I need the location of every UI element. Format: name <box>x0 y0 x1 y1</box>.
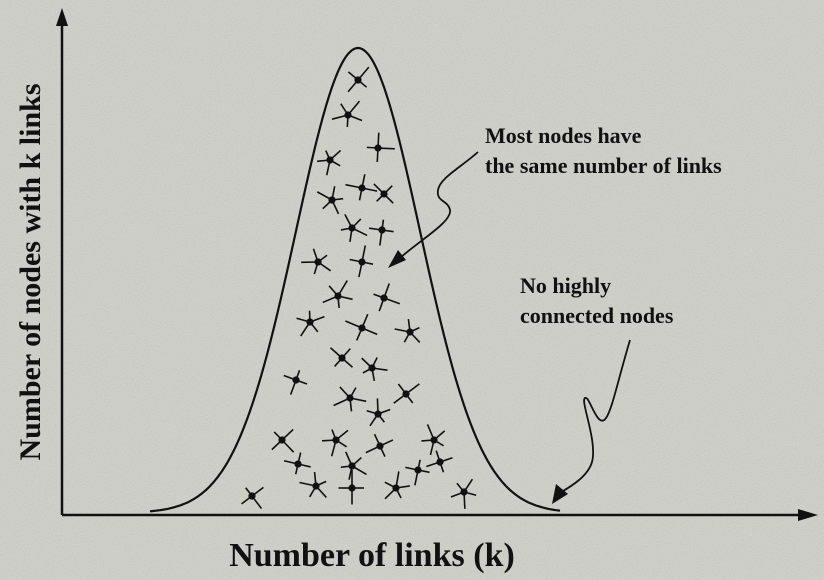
x-axis-label: Number of links (k) <box>229 537 515 574</box>
annotation-right-line2: connected nodes <box>520 303 674 328</box>
y-axis-arrowhead <box>56 8 68 26</box>
node-center <box>348 484 356 492</box>
node-center <box>344 111 352 119</box>
y-axis-label: Number of nodes with k links <box>14 83 47 460</box>
node-center <box>346 394 354 402</box>
node-center <box>278 436 286 444</box>
node-star-icon <box>405 459 430 486</box>
node-center <box>348 224 356 232</box>
bell-curve <box>149 46 561 513</box>
node-star-icon <box>393 383 420 404</box>
node-center <box>380 190 388 198</box>
node-center <box>332 436 340 444</box>
node-star-icon <box>322 280 353 309</box>
annotation-top-line1: Most nodes have <box>485 123 642 148</box>
pointer-top <box>399 151 479 259</box>
node-star-icon <box>366 132 395 163</box>
node-center <box>430 436 438 444</box>
node-link <box>351 465 367 476</box>
node-center <box>460 488 468 496</box>
node-center <box>374 410 382 418</box>
node-star-icon <box>283 369 308 395</box>
node-center <box>248 492 256 500</box>
node-star-icon <box>283 452 311 475</box>
pointer-top-arrowhead <box>388 250 406 268</box>
node-star-icon <box>373 183 394 204</box>
node-star-icon <box>368 219 394 246</box>
node-star-icon <box>329 347 353 368</box>
node-star-icon <box>373 283 401 312</box>
node-center <box>406 328 414 336</box>
node-link <box>379 439 394 447</box>
node-star-icon <box>296 310 325 337</box>
node-star-icon <box>271 428 295 453</box>
node-center <box>392 484 400 492</box>
node-star-icon <box>349 245 374 278</box>
node-star-icon <box>333 386 367 412</box>
node-center <box>326 156 334 164</box>
node-center <box>378 226 386 234</box>
node-star-icon <box>347 66 370 93</box>
node-star-icon <box>241 486 264 509</box>
node-center <box>294 460 302 468</box>
node-star-icon <box>384 471 410 500</box>
node-center <box>374 144 382 152</box>
node-center <box>436 458 444 466</box>
node-star-icon <box>340 451 367 480</box>
annotation-top-line2: the same number of links <box>485 153 722 178</box>
node-center <box>380 294 388 302</box>
node-center <box>306 318 314 326</box>
node-star-icon <box>450 478 477 509</box>
node-center <box>358 184 366 192</box>
node-center <box>314 258 322 266</box>
pointer-right <box>557 339 631 495</box>
node-center <box>358 324 366 332</box>
node-star-icon <box>365 433 394 457</box>
node-star-icon <box>366 398 391 427</box>
node-center <box>402 390 410 398</box>
node-center <box>354 76 362 84</box>
node-star-icon <box>322 429 349 457</box>
node-center <box>358 258 366 266</box>
node-center <box>292 376 300 384</box>
node-star-icon <box>316 186 344 215</box>
node-star-icon <box>299 471 327 498</box>
node-star-icon <box>426 450 453 473</box>
node-star-icon <box>345 313 378 341</box>
node-link <box>317 261 332 272</box>
node-star-icon <box>331 100 363 128</box>
nodes-group <box>241 66 477 509</box>
x-axis-arrowhead <box>798 509 818 521</box>
node-star-icon <box>361 357 388 381</box>
node-star-icon <box>421 424 446 456</box>
node-center <box>348 462 356 470</box>
node-center <box>334 292 342 300</box>
node-star-icon <box>317 149 342 176</box>
node-star-icon <box>345 174 378 201</box>
node-center <box>368 364 376 372</box>
node-star-icon <box>301 248 332 275</box>
node-center <box>312 482 320 490</box>
node-center <box>328 196 336 204</box>
node-center <box>338 354 346 362</box>
node-star-icon <box>340 214 368 242</box>
annotation-right-line1: No highly <box>520 273 611 298</box>
node-center <box>414 466 422 474</box>
node-star-icon <box>394 318 421 344</box>
pointer-right-arrowhead <box>552 484 568 504</box>
node-star-icon <box>338 470 364 505</box>
node-center <box>376 442 384 450</box>
